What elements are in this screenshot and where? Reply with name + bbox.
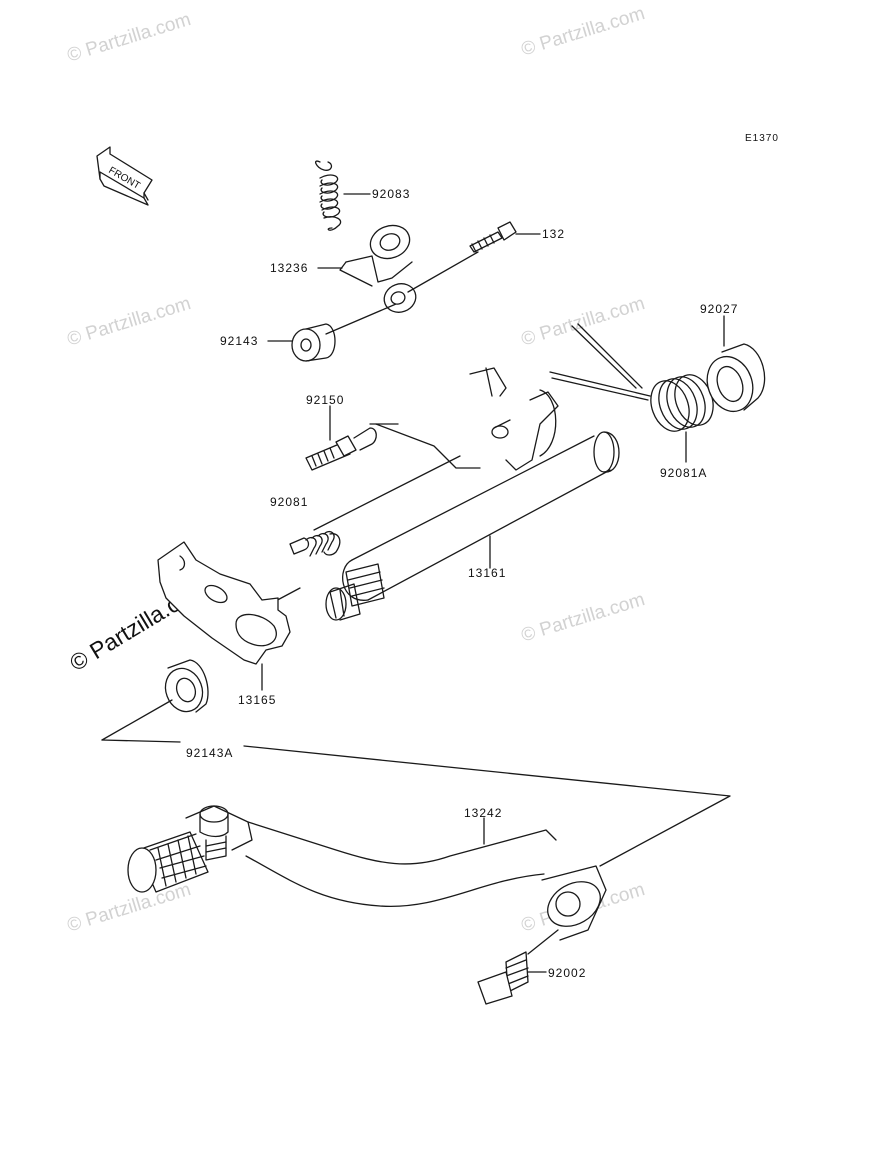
pin-92150-icon: [305, 405, 481, 471]
collar-92027-icon: [706, 315, 766, 413]
part-label-92083[interactable]: 92083: [372, 187, 411, 201]
front-arrow-icon: [96, 146, 153, 206]
shaft-13161-icon: [269, 367, 620, 621]
part-label-92143[interactable]: 92143: [220, 334, 259, 348]
guide-13165-icon: [157, 541, 291, 691]
part-label-92002[interactable]: 92002: [548, 966, 587, 980]
pedal-13242-icon: [127, 805, 607, 941]
part-label-132[interactable]: 132: [542, 227, 566, 241]
part-label-13161[interactable]: 13161: [468, 566, 507, 580]
lever-13236-icon: [317, 224, 479, 313]
collar-92143-icon: [267, 303, 397, 362]
bolt-132-icon: [469, 221, 541, 253]
spring-92083-icon: [314, 160, 371, 231]
part-label-13242[interactable]: 13242: [464, 806, 503, 820]
part-label-13165[interactable]: 13165: [238, 693, 277, 707]
part-label-13236[interactable]: 13236: [270, 261, 309, 275]
spring-92081a-icon: [549, 323, 714, 463]
part-label-92143a[interactable]: 92143A: [186, 746, 234, 760]
part-label-92150[interactable]: 92150: [306, 393, 345, 407]
diagram-code: E1370: [745, 133, 779, 144]
part-label-92081a[interactable]: 92081A: [660, 466, 708, 480]
part-label-92081[interactable]: 92081: [270, 495, 309, 509]
part-label-92027[interactable]: 92027: [700, 302, 739, 316]
bolt-92002-icon: [477, 929, 559, 1005]
collar-92143a-icon: [101, 659, 731, 867]
spring-92081-icon: [289, 530, 341, 557]
